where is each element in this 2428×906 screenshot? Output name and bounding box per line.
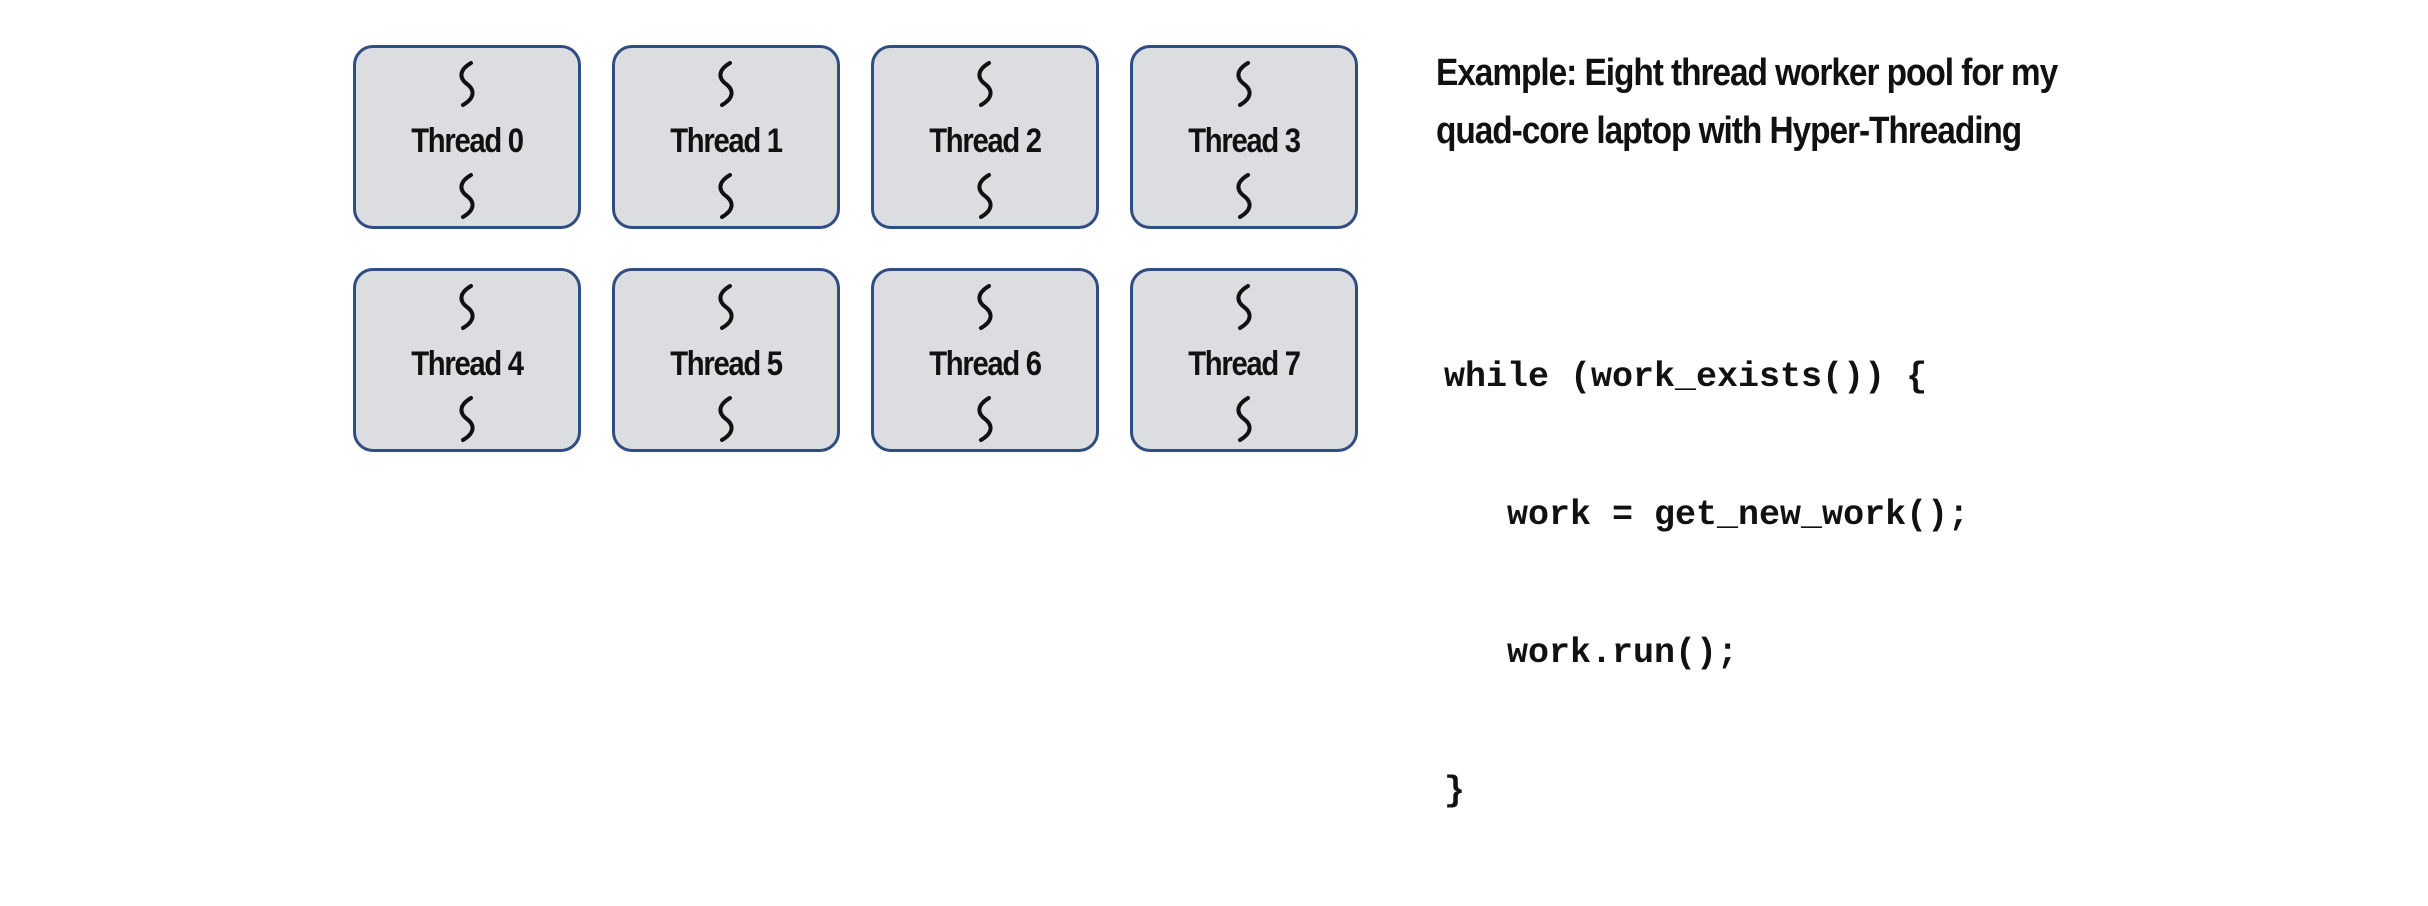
thread-squiggle-icon [1236, 396, 1252, 442]
thread-box-6: Thread 6 [871, 268, 1099, 452]
thread-squiggle-icon [977, 173, 993, 219]
thread-squiggle-icon [459, 284, 475, 330]
thread-squiggle-icon [718, 61, 734, 107]
diagram-canvas: Thread 0 Thread 1 Thread 2 Thread 3 Thre… [353, 44, 2070, 811]
thread-squiggle-icon [1236, 173, 1252, 219]
caption-line-2: quad-core laptop with Hyper-Threading [1436, 110, 2022, 152]
thread-label: Thread 2 [929, 122, 1042, 160]
thread-squiggle-icon [459, 396, 475, 442]
thread-squiggle-icon [718, 284, 734, 330]
thread-squiggle-icon [718, 396, 734, 442]
thread-box-1: Thread 1 [612, 45, 840, 229]
thread-label: Thread 3 [1188, 122, 1301, 160]
thread-squiggle-icon [459, 173, 475, 219]
thread-squiggle-icon [718, 173, 734, 219]
thread-box-2: Thread 2 [871, 45, 1099, 229]
thread-label: Thread 5 [670, 345, 783, 383]
thread-squiggle-icon [1236, 284, 1252, 330]
thread-squiggle-icon [977, 284, 993, 330]
code-line-2: work = get_new_work(); [1444, 495, 1970, 535]
thread-label: Thread 6 [929, 345, 1042, 383]
code-line-3: work.run(); [1444, 633, 1739, 673]
thread-box-0: Thread 0 [353, 45, 581, 229]
thread-box-5: Thread 5 [612, 268, 840, 452]
code-line-4: } [1444, 771, 1466, 811]
caption-line-1: Example: Eight thread worker pool for my [1436, 52, 2058, 94]
thread-squiggle-icon [977, 396, 993, 442]
thread-box-7: Thread 7 [1130, 268, 1358, 452]
thread-label: Thread 4 [411, 345, 524, 383]
thread-box-3: Thread 3 [1130, 45, 1358, 229]
thread-squiggle-icon [977, 61, 993, 107]
thread-label: Thread 1 [670, 122, 783, 160]
thread-squiggle-icon [1236, 61, 1252, 107]
thread-box-4: Thread 4 [353, 268, 581, 452]
thread-label: Thread 0 [411, 122, 524, 160]
code-block: while (work_exists()) { work = get_new_w… [1444, 262, 1969, 906]
thread-label: Thread 7 [1188, 345, 1301, 383]
thread-squiggle-icon [459, 61, 475, 107]
code-line-1: while (work_exists()) { [1444, 357, 1928, 397]
caption-text: Example: Eight thread worker pool for my… [1436, 44, 2070, 160]
